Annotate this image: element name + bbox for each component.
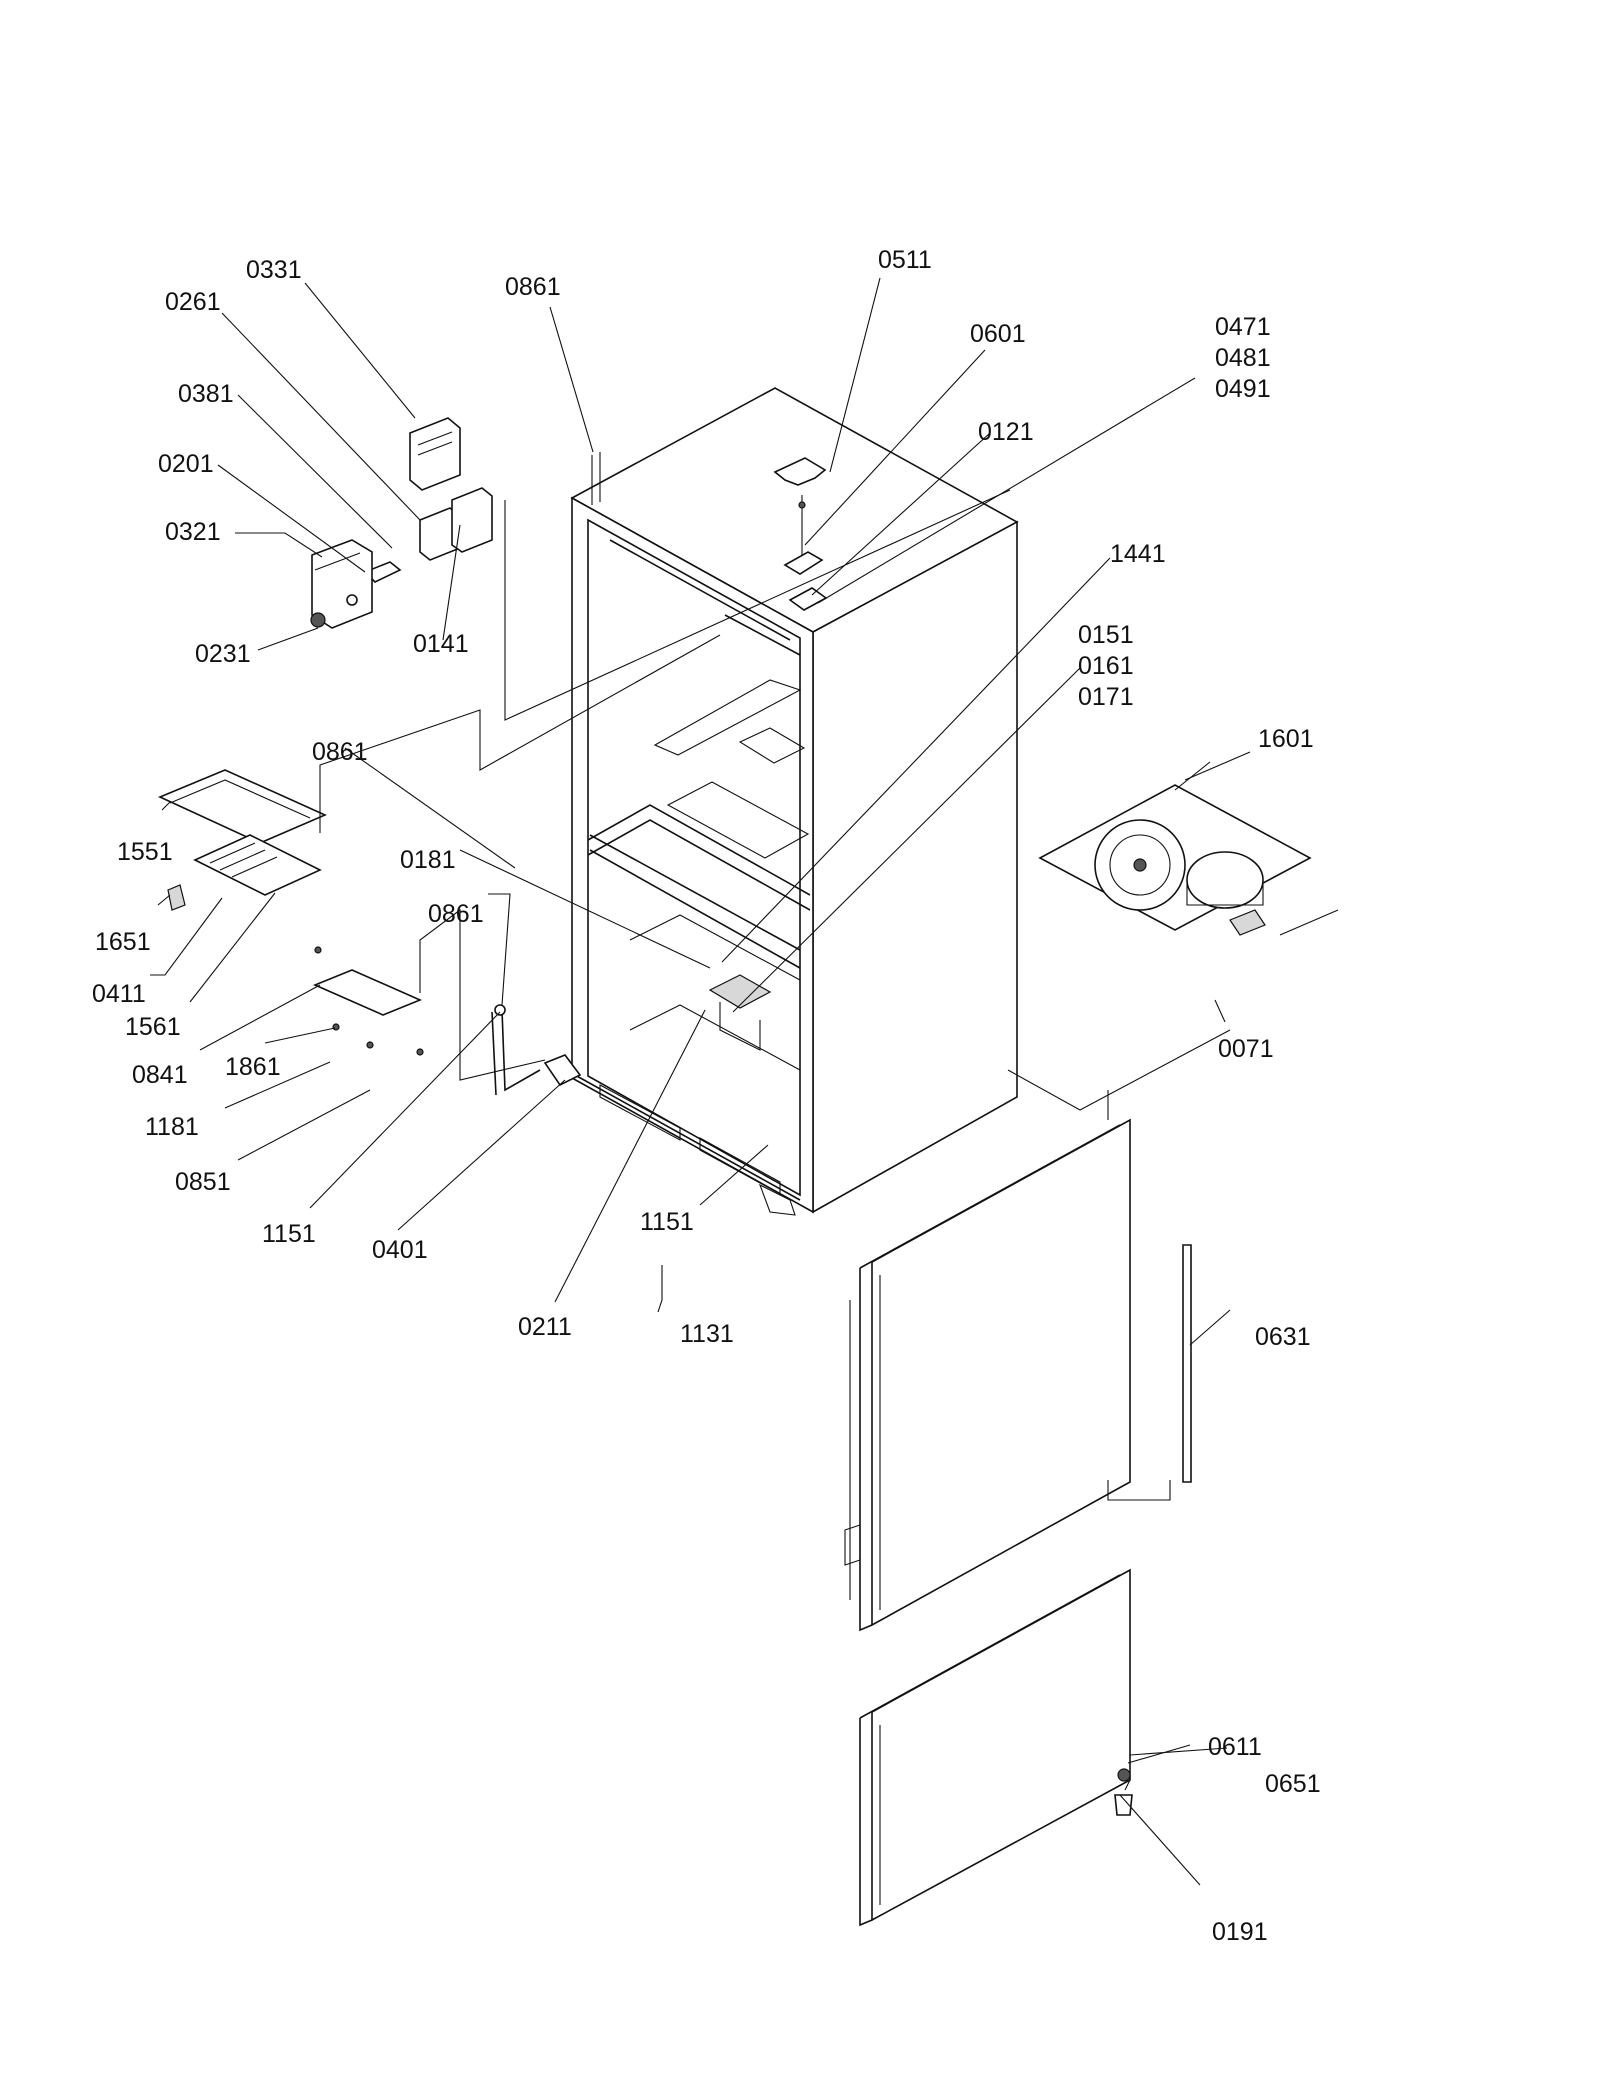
callout-label: 0861: [312, 738, 368, 766]
callout-label: 0261: [165, 288, 221, 316]
callout-label: 0151: [1078, 621, 1134, 649]
callout-label: 0141: [413, 630, 469, 658]
callout-label: 0201: [158, 450, 214, 478]
callout-label: 0601: [970, 320, 1026, 348]
callout-label: 1131: [680, 1320, 734, 1348]
callout-label: 0401: [372, 1236, 428, 1264]
callout-label: 0171: [1078, 683, 1134, 711]
callout-label: 0631: [1255, 1323, 1311, 1351]
callout-label: 0121: [978, 418, 1034, 446]
compressor-assembly: [1038, 761, 1339, 936]
callout-label: 1601: [1258, 725, 1314, 753]
refrigerator-cabinet: [570, 387, 1019, 1216]
callout-label: 1561: [125, 1013, 181, 1041]
callout-label: 0071: [1218, 1035, 1274, 1063]
callout-label: 0321: [165, 518, 221, 546]
fresh-food-door: [859, 1568, 1131, 1927]
control-housing-assembly: [310, 417, 493, 629]
evaporator-cover-parts: [158, 769, 424, 1056]
callout-label: 0411: [92, 980, 146, 1008]
callout-label: 1861: [225, 1053, 281, 1081]
callout-label: 0511: [878, 246, 932, 274]
callout-label: 0381: [178, 380, 234, 408]
freezer-door: [844, 1118, 1131, 1632]
callout-label: 1151: [262, 1220, 316, 1248]
callout-labels: 0331 0261 0381 0201 0321 0231 0141 0861 …: [92, 246, 1321, 1946]
callout-label: 0481: [1215, 344, 1271, 372]
callout-label: 0161: [1078, 652, 1134, 680]
callout-label: 0331: [246, 256, 302, 284]
gasket-strip: [1182, 1244, 1192, 1483]
drain-tube: [491, 1004, 582, 1096]
top-hinge-parts: [591, 452, 828, 611]
bottom-hinge-parts: [1114, 1768, 1133, 1816]
callout-label: 0611: [1208, 1733, 1262, 1761]
callout-label: 0231: [195, 640, 251, 668]
leader-lines: [150, 277, 1251, 1886]
callout-label: 0471: [1215, 313, 1271, 341]
callout-label: 1151: [640, 1208, 694, 1236]
callout-label: 0861: [505, 273, 561, 301]
callout-label: 0211: [518, 1313, 572, 1341]
callout-label: 0861: [428, 900, 484, 928]
callout-label: 1181: [145, 1113, 199, 1141]
callout-label: 0491: [1215, 375, 1271, 403]
callout-label: 0191: [1212, 1918, 1268, 1946]
callout-label: 0651: [1265, 1770, 1321, 1798]
callout-label: 0841: [132, 1061, 188, 1089]
callout-label: 1551: [117, 838, 173, 866]
callout-label: 1651: [95, 928, 151, 956]
callout-label: 1441: [1110, 540, 1166, 568]
callout-label: 0851: [175, 1168, 231, 1196]
callout-label: 0181: [400, 846, 456, 874]
